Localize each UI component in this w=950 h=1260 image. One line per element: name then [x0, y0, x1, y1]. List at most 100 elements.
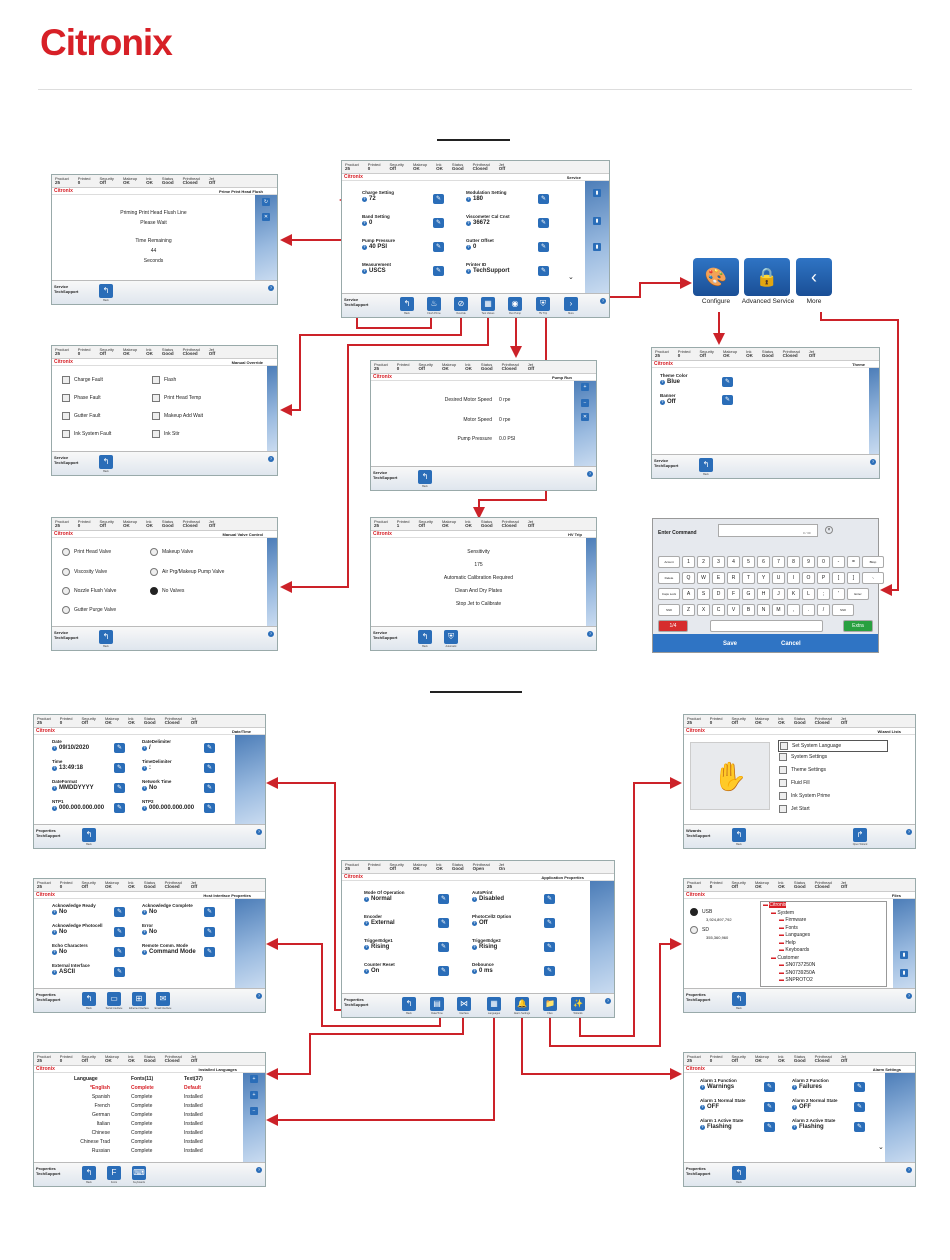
key[interactable]: . — [802, 604, 815, 616]
edit-echo-button[interactable]: ✎ — [114, 947, 125, 957]
tree-node[interactable]: ▬ SN0737250N — [763, 962, 886, 970]
edit-modulation-button[interactable]: ✎ — [538, 194, 549, 204]
back-button[interactable]: ↰Back — [418, 630, 432, 648]
layout-toggle-key[interactable]: 1/4 — [658, 620, 688, 632]
run-pump-button[interactable]: ◉Run Pump — [508, 297, 522, 315]
hv-trip-button[interactable]: ⛨HV Trip — [536, 297, 550, 315]
edit-counter-reset-button[interactable]: ✎ — [438, 966, 449, 976]
key[interactable]: ] — [847, 572, 860, 584]
key[interactable]: 5 — [742, 556, 755, 568]
key[interactable]: A — [682, 588, 695, 600]
edit-alarm2-function-button[interactable]: ✎ — [854, 1082, 865, 1092]
help-icon[interactable]: ? — [268, 456, 274, 462]
back-button[interactable]: ↰Back — [82, 828, 96, 846]
edit-ack-complete-button[interactable]: ✎ — [204, 907, 215, 917]
key[interactable]: O — [802, 572, 815, 584]
help-icon[interactable]: ? — [605, 998, 611, 1004]
nozzle-flush-valve-radio[interactable]: Nozzle Flush Valve — [62, 587, 116, 595]
edit-ack-photocell-button[interactable]: ✎ — [114, 927, 125, 937]
file-tree[interactable]: ▬ Citronix▬ System▬ Firmware▬ Fonts▬ Lan… — [760, 901, 887, 987]
table-cell[interactable]: Chinese — [91, 1130, 110, 1136]
table-cell[interactable]: Russian — [91, 1148, 110, 1154]
tree-node[interactable]: ▬ Keyboards — [763, 947, 886, 955]
back-button[interactable]: ↰Back — [732, 828, 746, 846]
alarm-settings-button[interactable]: 🔔Alarm Settings — [513, 997, 531, 1015]
phase-fault-checkbox[interactable]: Phase Fault — [62, 394, 101, 402]
key[interactable]: Q — [682, 572, 695, 584]
help-icon[interactable]: ? — [256, 1167, 262, 1173]
automatic-button[interactable]: ⛨Automatic — [444, 630, 458, 648]
key[interactable]: P — [817, 572, 830, 584]
edit-ntp2-button[interactable]: ✎ — [204, 803, 215, 813]
makeup-valve-radio[interactable]: Makeup Valve — [150, 548, 193, 556]
key[interactable]: Caps Lock — [658, 588, 680, 600]
edit-triggeredge2-button[interactable]: ✎ — [544, 942, 555, 952]
sd-radio[interactable]: SD — [690, 926, 709, 934]
edit-alarm2-normal-button[interactable]: ✎ — [854, 1102, 865, 1112]
cancel-button[interactable]: ✕ — [262, 213, 270, 221]
edit-band-button[interactable]: ✎ — [433, 218, 444, 228]
back-button[interactable]: ↰Back — [732, 992, 746, 1010]
ink-stir-checkbox[interactable]: Ink Stir — [152, 430, 180, 438]
key[interactable]: H — [757, 588, 770, 600]
help-icon[interactable]: ? — [587, 631, 593, 637]
save-event-log-button[interactable]: ▮ — [900, 969, 908, 977]
edit-printer-id-button[interactable]: ✎ — [538, 266, 549, 276]
tree-node[interactable]: ▬ Citronix — [763, 902, 886, 910]
help-icon[interactable]: ? — [256, 829, 262, 835]
extra-key[interactable]: Extra — [843, 620, 873, 632]
space-key[interactable] — [710, 620, 823, 632]
table-cell[interactable]: *English — [89, 1085, 110, 1091]
prime-again-button[interactable]: ↻ — [262, 198, 270, 206]
install-language-button[interactable]: + — [250, 1075, 258, 1083]
security-status-button[interactable]: ▮ — [593, 217, 601, 225]
tree-node[interactable]: ▬ Help — [763, 940, 886, 948]
back-button[interactable]: ↰Back — [400, 297, 414, 315]
wizard-fluid-fill[interactable]: Fluid Fill — [779, 779, 810, 787]
back-button[interactable]: ↰Back — [99, 284, 113, 302]
edit-alarm2-active-button[interactable]: ✎ — [854, 1122, 865, 1132]
key[interactable]: Accent — [658, 556, 680, 568]
viscosity-valve-radio[interactable]: Viscosity Valve — [62, 568, 107, 576]
edit-ack-ready-button[interactable]: ✎ — [114, 907, 125, 917]
key[interactable]: 7 — [772, 556, 785, 568]
charge-fault-checkbox[interactable]: Charge Fault — [62, 376, 103, 384]
edit-triggeredge1-button[interactable]: ✎ — [438, 942, 449, 952]
edit-alarm1-active-button[interactable]: ✎ — [764, 1122, 775, 1132]
help-icon[interactable]: ? — [600, 298, 606, 304]
save-service-button[interactable]: ▮ — [900, 951, 908, 959]
key[interactable]: B — [742, 604, 755, 616]
key[interactable]: , — [787, 604, 800, 616]
key[interactable]: J — [772, 588, 785, 600]
key[interactable]: V — [727, 604, 740, 616]
scroll-down-icon[interactable]: ⌄ — [568, 274, 574, 281]
install-text-button[interactable]: + — [250, 1091, 258, 1099]
print-head-temp-checkbox[interactable]: Print Head Temp — [152, 394, 201, 402]
table-cell[interactable]: Spanish — [91, 1094, 110, 1100]
edit-photocell2-button[interactable]: ✎ — [544, 918, 555, 928]
palette-icon[interactable]: 🎨 — [693, 258, 739, 296]
table-cell[interactable]: Italian — [96, 1121, 110, 1127]
edit-autoprint-button[interactable]: ✎ — [544, 894, 555, 904]
tree-node[interactable]: ▬ Languages — [763, 932, 886, 940]
override-button[interactable]: ⊘Override — [454, 297, 468, 315]
edit-alarm1-normal-button[interactable]: ✎ — [764, 1102, 775, 1112]
edit-banner-button[interactable]: ✎ — [722, 395, 733, 405]
edit-viscometer-button[interactable]: ✎ — [538, 218, 549, 228]
key[interactable]: ; — [817, 588, 830, 600]
ethernet-interface-button[interactable]: ⊞Ethernet Interface — [129, 992, 149, 1010]
edit-theme-color-button[interactable]: ✎ — [722, 377, 733, 387]
key[interactable]: Y — [757, 572, 770, 584]
wizards-button[interactable]: ✨Wizards — [571, 997, 585, 1015]
wizard-ink-system-prime[interactable]: Ink System Prime — [779, 792, 830, 800]
help-icon[interactable]: ? — [906, 829, 912, 835]
key[interactable]: 3 — [712, 556, 725, 568]
back-button[interactable]: ↰Back — [99, 455, 113, 473]
service-setup-button[interactable]: ▮ — [593, 243, 601, 251]
save-button[interactable]: Save — [723, 641, 738, 647]
edit-mode-button[interactable]: ✎ — [438, 894, 449, 904]
key[interactable]: 0 — [817, 556, 830, 568]
key[interactable]: I — [787, 572, 800, 584]
table-cell[interactable]: French — [94, 1103, 110, 1109]
key[interactable]: C — [712, 604, 725, 616]
